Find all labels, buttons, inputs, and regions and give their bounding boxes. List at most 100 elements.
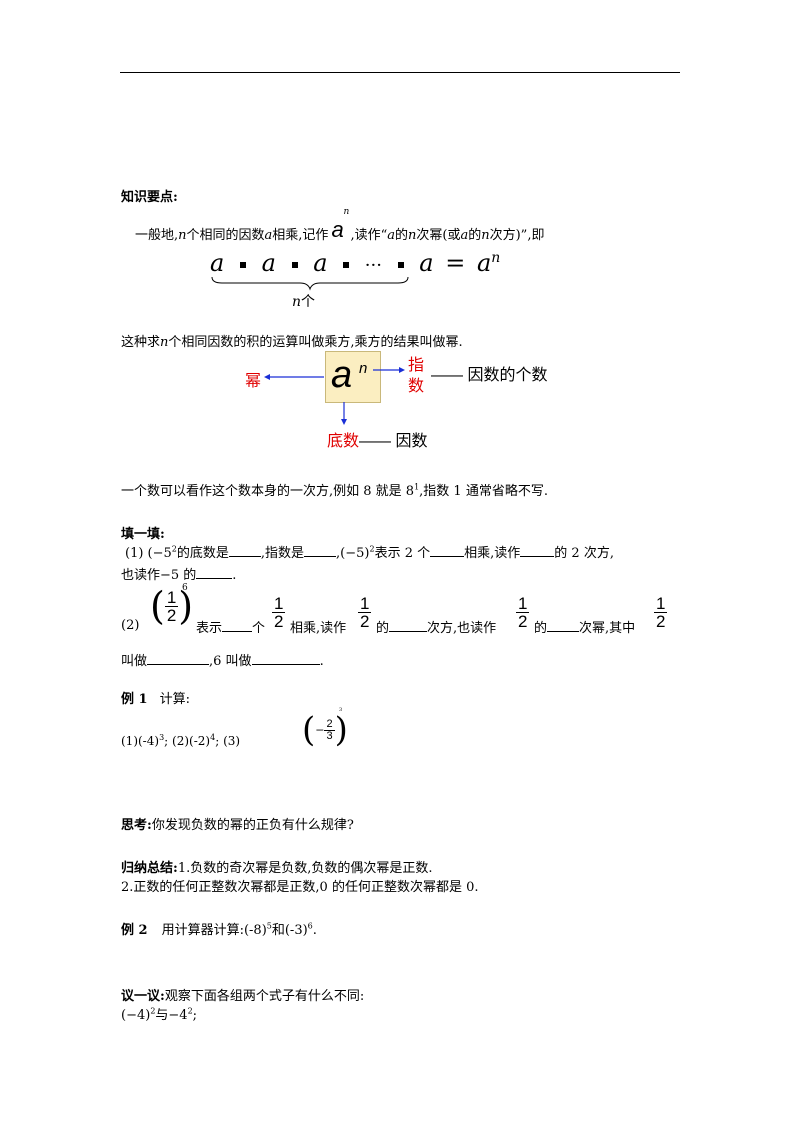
- formula-term: a: [313, 249, 328, 277]
- paren-left: (: [150, 584, 165, 628]
- var-n: n: [292, 294, 302, 310]
- multiply-dot-icon: [239, 261, 246, 268]
- answer-blank[interactable]: [430, 544, 465, 557]
- discuss-line-1: 议一议:观察下面各组两个式子有什么不同:: [121, 985, 364, 1004]
- discuss-line-2: (−4)2与−42;: [121, 1004, 197, 1023]
- summary-label: 归纳总结:: [121, 861, 178, 876]
- fraction-denominator: 2: [274, 612, 284, 631]
- text-segment: 个相同因数的积的运算叫做乘方,乘方的结果叫做幂.: [168, 335, 463, 350]
- answer-blank[interactable]: [222, 619, 253, 632]
- discuss-text: 观察下面各组两个式子有什么不同:: [164, 989, 365, 1004]
- text-segment: ,指数是: [260, 546, 305, 561]
- var-n: n: [408, 228, 417, 243]
- answer-blank[interactable]: [147, 652, 210, 665]
- answer-blank[interactable]: [389, 619, 428, 632]
- arrowhead-right-icon: [399, 367, 405, 373]
- diagram-arrows: [264, 367, 405, 425]
- text-segment: ,指数 1 通常省略不写.: [419, 484, 548, 499]
- text-segment: .: [232, 568, 237, 583]
- fraction-numerator: 1: [654, 594, 668, 613]
- first-power-note: 一个数可以看作这个数本身的一次方,例如 8 就是 81,指数 1 通常省略不写.: [121, 480, 548, 499]
- minus-sign: −: [315, 723, 325, 737]
- paren-right: ): [178, 584, 194, 628]
- answer-blank[interactable]: [304, 544, 337, 557]
- definition-line: 这种求n个相同因数的积的运算叫做乘方,乘方的结果叫做幂.: [121, 331, 463, 350]
- text-segment: 这种求: [121, 335, 161, 350]
- text-segment: ;: [164, 734, 169, 748]
- formula-ellipsis: ···: [364, 255, 382, 276]
- text-segment: 个: [301, 294, 316, 310]
- underbrace-label: n个: [292, 291, 315, 311]
- answer-blank[interactable]: [228, 544, 261, 557]
- text-segment: 表示: [196, 621, 223, 636]
- q2-exponent: 6: [182, 583, 188, 593]
- text-segment: 的: [468, 228, 482, 243]
- var-a: a: [387, 228, 395, 243]
- text-segment: 表示 2 个: [374, 546, 431, 561]
- fraction-denominator: 2: [656, 612, 666, 631]
- exponent-label-2: 数: [408, 378, 425, 395]
- header-rule: [120, 72, 680, 73]
- var-a: a: [264, 228, 273, 243]
- superscript: 1: [414, 482, 420, 492]
- superscript: 2: [171, 544, 177, 554]
- fraction-numerator: 1: [272, 594, 286, 613]
- fraction-numerator: 2: [324, 717, 335, 731]
- superscript: 6: [307, 921, 313, 931]
- multiply-dot-icon: [291, 261, 298, 268]
- answer-blank[interactable]: [547, 619, 580, 632]
- text-segment: 次方)”,即: [489, 228, 545, 243]
- exponent-label-1: 指: [408, 357, 425, 374]
- fill-in-q2-seg4: 的 次幂,其中: [534, 617, 635, 636]
- example1-title: 计算:: [159, 692, 190, 707]
- answer-blank[interactable]: [251, 652, 320, 665]
- text-segment: 用计算器计算:(-8): [161, 923, 267, 938]
- text-segment: ;: [192, 1008, 198, 1023]
- var-n: n: [160, 335, 169, 350]
- diagram-exponent: n: [359, 360, 368, 377]
- superscript: 2: [187, 1006, 193, 1016]
- text-segment: 的: [534, 621, 548, 636]
- var-n: n: [178, 228, 187, 243]
- text-segment: ,6 叫做: [209, 654, 252, 669]
- paren-right: ): [334, 710, 348, 750]
- text-segment: 个相同的因数: [186, 228, 265, 243]
- fraction-denominator: 2: [360, 612, 370, 631]
- var-a: a: [460, 228, 469, 243]
- power-base: a: [331, 217, 344, 242]
- fill-in-q1-line1: (1) (−52的底数是,指数是,(−5)2表示 2 个相乘,读作的 2 次方,: [125, 542, 614, 561]
- answer-blank[interactable]: [196, 566, 233, 579]
- paren-left: (: [302, 710, 316, 750]
- discuss-label: 议一议:: [121, 989, 165, 1004]
- multiply-dot-icon: [397, 261, 404, 268]
- formula-term: a: [210, 249, 225, 277]
- fill-in-q2-line2: 叫做,6 叫做.: [121, 650, 324, 669]
- text-segment: 次幂,其中: [579, 621, 636, 636]
- fill-in-title: 填一填:: [121, 527, 165, 542]
- think-label: 思考:: [121, 818, 152, 833]
- superscript: 3: [159, 733, 165, 742]
- exponent-description: —— 因数的个数: [431, 367, 548, 384]
- text-segment: .: [312, 923, 317, 938]
- text-segment: 次幂(或: [416, 228, 461, 243]
- text-segment: 个: [252, 621, 266, 636]
- text-segment: ,(−5): [336, 546, 370, 561]
- text-segment: 的底数是: [176, 546, 229, 561]
- fill-in-q2-label: (2): [121, 618, 140, 633]
- superscript: 4: [210, 733, 216, 742]
- fraction-numerator: 1: [164, 587, 179, 607]
- example1-problems: (1)(-4)3; (2)(-2)4; (3): [121, 733, 240, 748]
- problem-3: (3): [223, 734, 241, 748]
- answer-blank[interactable]: [520, 544, 555, 557]
- fraction-denominator: 2: [166, 605, 177, 625]
- knowledge-title: 知识要点:: [121, 190, 178, 205]
- text-segment: 的: [394, 228, 408, 243]
- text-segment: 与−4: [155, 1008, 188, 1023]
- fraction-numerator: 1: [516, 594, 530, 613]
